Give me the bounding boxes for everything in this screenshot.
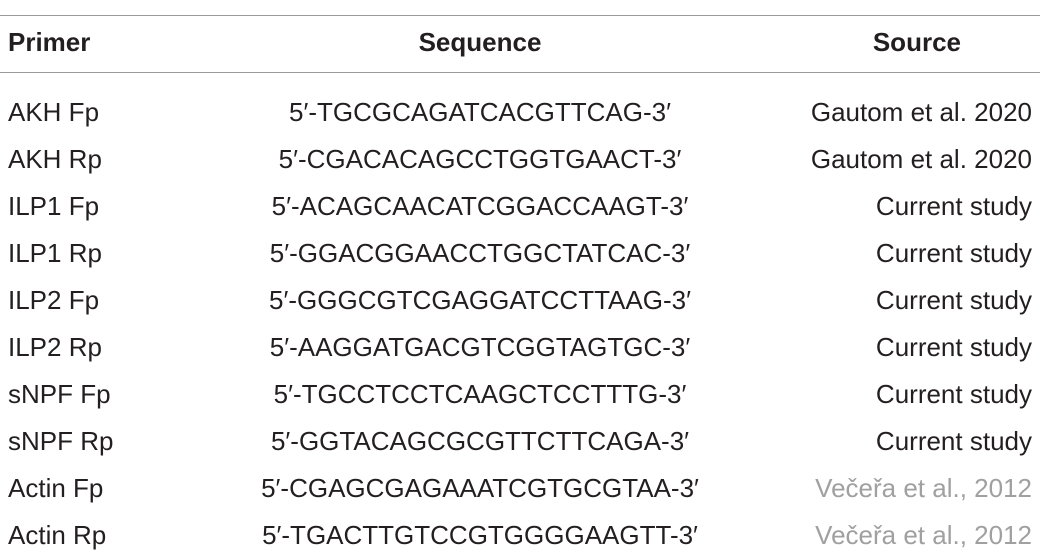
primer-name: Actin Fp xyxy=(8,473,104,503)
table-row: Actin Fp 5′-CGAGCGAGAAATCGTGCGTAA-3′ Več… xyxy=(0,465,1040,512)
header-source: Source xyxy=(872,27,961,57)
primer-sequence: 5′-TGACTTGTCCGTGGGGAAGTT-3′ xyxy=(262,520,698,550)
primer-source: Current study xyxy=(875,191,1032,221)
primer-name: sNPF Rp xyxy=(8,426,114,456)
primer-sequence: 5′-GGTACAGCGCGTTCTTCAGA-3′ xyxy=(270,426,690,456)
header-primer: Primer xyxy=(8,27,91,57)
primer-sequence: 5′-TGCGCAGATCACGTTCAG-3′ xyxy=(289,97,671,127)
primer-source: Current study xyxy=(875,238,1032,268)
primer-source-link[interactable]: Večeřa et al., 2012 xyxy=(815,520,1032,550)
primer-name: AKH Fp xyxy=(8,97,100,127)
primer-sequence: 5′-GGACGGAACCTGGCTATCAC-3′ xyxy=(269,238,691,268)
table-body: AKH Fp 5′-TGCGCAGATCACGTTCAG-3′ Gautom e… xyxy=(0,89,1040,559)
primer-sequence: 5′-CGAGCGAGAAATCGTGCGTAA-3′ xyxy=(261,473,699,503)
primer-source: Gautom et al. 2020 xyxy=(810,144,1032,174)
primer-sequence: 5′-AAGGATGACGTCGGTAGTGC-3′ xyxy=(269,332,691,362)
table-row: ILP2 Fp 5′-GGGCGTCGAGGATCCTTAAG-3′ Curre… xyxy=(0,277,1040,324)
primer-source: Current study xyxy=(875,285,1032,315)
table-row: AKH Rp 5′-CGACACAGCCTGGTGAACT-3′ Gautom … xyxy=(0,136,1040,183)
header-sequence: Sequence xyxy=(418,27,542,57)
primer-name: ILP2 Rp xyxy=(8,332,102,362)
primer-name: ILP1 Rp xyxy=(8,238,102,268)
primer-name: sNPF Fp xyxy=(8,379,111,409)
table-header-rule xyxy=(0,72,1040,73)
primer-name: ILP1 Fp xyxy=(8,191,100,221)
primer-source: Gautom et al. 2020 xyxy=(810,97,1032,127)
table-header-row: Primer Sequence Source xyxy=(0,16,1040,72)
table-row: sNPF Rp 5′-GGTACAGCGCGTTCTTCAGA-3′ Curre… xyxy=(0,418,1040,465)
primer-sequence: 5′-CGACACAGCCTGGTGAACT-3′ xyxy=(278,144,682,174)
primer-source: Current study xyxy=(875,379,1032,409)
primer-source-link[interactable]: Večeřa et al., 2012 xyxy=(815,473,1032,503)
primer-sequence: 5′-ACAGCAACATCGGACCAAGT-3′ xyxy=(271,191,689,221)
table-row: Actin Rp 5′-TGACTTGTCCGTGGGGAAGTT-3′ Več… xyxy=(0,512,1040,559)
primer-source: Current study xyxy=(875,426,1032,456)
primer-sequence: 5′-TGCCTCCTCAAGCTCCTTTG-3′ xyxy=(273,379,687,409)
primer-name: Actin Rp xyxy=(8,520,107,550)
table-row: ILP2 Rp 5′-AAGGATGACGTCGGTAGTGC-3′ Curre… xyxy=(0,324,1040,371)
table-row: ILP1 Rp 5′-GGACGGAACCTGGCTATCAC-3′ Curre… xyxy=(0,230,1040,277)
table-row: sNPF Fp 5′-TGCCTCCTCAAGCTCCTTTG-3′ Curre… xyxy=(0,371,1040,418)
table-row: AKH Fp 5′-TGCGCAGATCACGTTCAG-3′ Gautom e… xyxy=(0,89,1040,136)
table-top-rule xyxy=(0,15,1040,16)
table-row: ILP1 Fp 5′-ACAGCAACATCGGACCAAGT-3′ Curre… xyxy=(0,183,1040,230)
primer-sequence: 5′-GGGCGTCGAGGATCCTTAAG-3′ xyxy=(269,285,691,315)
primer-source: Current study xyxy=(875,332,1032,362)
primer-name: AKH Rp xyxy=(8,144,102,174)
primer-name: ILP2 Fp xyxy=(8,285,100,315)
